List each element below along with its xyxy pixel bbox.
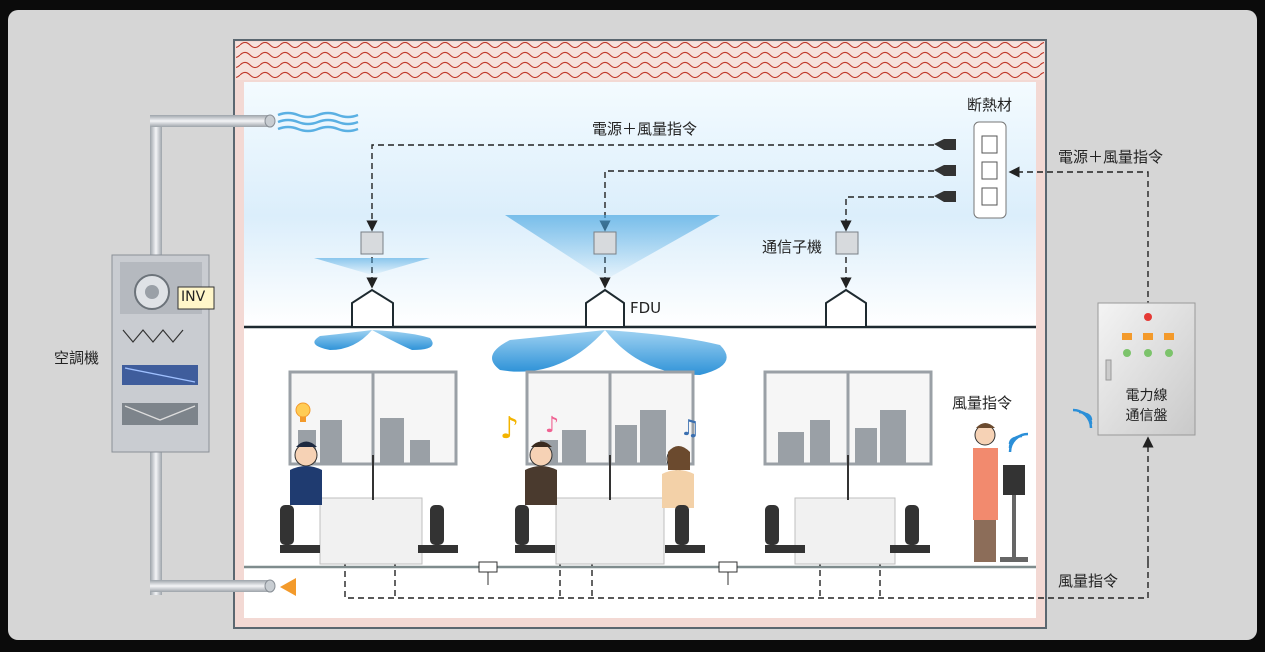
terminal-stand — [1003, 465, 1025, 495]
office-workers — [290, 423, 998, 562]
lightbulb-icon — [295, 402, 311, 422]
ahu-unit — [111, 254, 215, 453]
label-ahu: 空調機 — [54, 349, 100, 367]
windows — [288, 370, 933, 466]
plug-icon — [934, 139, 956, 202]
desks — [319, 497, 896, 565]
label-airflow-cmd-bottom: 風量指令 — [1058, 572, 1119, 590]
fdu-units — [351, 288, 867, 326]
music-note-icon: ♫ — [680, 416, 700, 441]
chairs — [280, 505, 930, 553]
music-note-icon: ♪ — [545, 413, 559, 438]
return-arrow — [280, 578, 296, 596]
label-comm-unit: 通信子機 — [762, 238, 823, 256]
label-airflow-cmd-mid: 風量指令 — [952, 394, 1013, 412]
label-power-airflow-top: 電源＋風量指令 — [592, 120, 698, 138]
wifi-signal-icon — [1008, 408, 1093, 453]
underfloor-space — [244, 568, 1036, 618]
air-clouds — [314, 330, 727, 375]
label-fdu: FDU — [630, 299, 662, 317]
music-note-icon: ♪ — [500, 411, 519, 446]
partitions — [372, 455, 849, 500]
panel-line1: 電力線 — [1125, 388, 1168, 404]
supply-air-waves — [277, 111, 359, 133]
label-power-airflow-right: 電源＋風量指令 — [1058, 148, 1164, 166]
label-inv: INV — [181, 289, 206, 305]
return-duct — [150, 580, 270, 592]
label-insulation: 断熱材 — [967, 96, 1013, 114]
floor-outlets — [478, 561, 738, 585]
panel-line2: 通信盤 — [1125, 408, 1168, 424]
air-cone-left — [314, 258, 430, 275]
plc-panel — [1097, 302, 1196, 436]
comm-units — [360, 231, 859, 255]
panel-label: 電力線 通信盤 — [1098, 386, 1195, 426]
